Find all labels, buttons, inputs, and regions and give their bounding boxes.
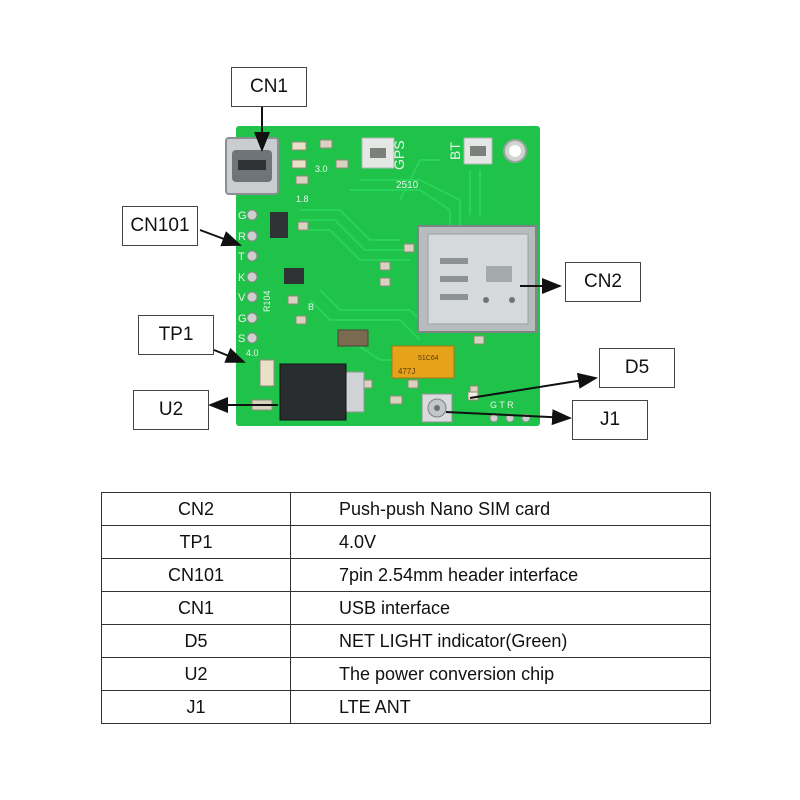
silk-gps: GPS bbox=[391, 140, 407, 170]
silk-bt: BT bbox=[447, 142, 463, 160]
silk-gtr: G T R bbox=[490, 400, 514, 410]
sim-card-holder bbox=[417, 225, 537, 333]
silk-4v0: 4.0 bbox=[246, 348, 259, 358]
table-row: CN101 7pin 2.54mm header interface bbox=[101, 558, 711, 592]
cap-code-2: 51C64 bbox=[418, 355, 439, 362]
component-desc: The power conversion chip bbox=[290, 657, 711, 691]
pcb-board: G R T K V G S GPS BT 3.0 1.8 2510 4.0 R1… bbox=[225, 126, 540, 426]
component-name: U2 bbox=[101, 657, 291, 691]
arrow-tp1 bbox=[213, 347, 246, 363]
component-name: CN2 bbox=[101, 492, 291, 526]
callout-tp1: TP1 bbox=[138, 315, 214, 355]
component-desc: 7pin 2.54mm header interface bbox=[290, 558, 711, 592]
silk-1v8: 1.8 bbox=[296, 194, 309, 204]
table-row: D5 NET LIGHT indicator(Green) bbox=[101, 624, 711, 658]
component-name: D5 bbox=[101, 624, 291, 658]
component-table: CN2 Push-push Nano SIM card TP1 4.0V CN1… bbox=[101, 492, 711, 724]
callout-d5: D5 bbox=[599, 348, 675, 388]
silk-3v0: 3.0 bbox=[315, 164, 328, 174]
usb-connector bbox=[225, 137, 279, 195]
component-name: TP1 bbox=[101, 525, 291, 559]
silk-b: B bbox=[308, 302, 314, 312]
component-name: CN1 bbox=[101, 591, 291, 625]
bt-pad bbox=[463, 137, 493, 165]
callout-cn2: CN2 bbox=[565, 262, 641, 302]
component-desc: NET LIGHT indicator(Green) bbox=[290, 624, 711, 658]
tantalum-capacitor: 477J 51C64 bbox=[391, 345, 455, 379]
callout-cn101: CN101 bbox=[122, 206, 198, 246]
pin-label: V bbox=[238, 292, 246, 304]
component-desc: LTE ANT bbox=[290, 690, 711, 724]
cap-code: 477J bbox=[398, 367, 415, 376]
table-row: CN2 Push-push Nano SIM card bbox=[101, 492, 711, 526]
callout-j1: J1 bbox=[572, 400, 648, 440]
antenna-connector bbox=[421, 393, 453, 423]
callout-arrows bbox=[199, 106, 598, 426]
board-diagram: G R T K V G S GPS BT 3.0 1.8 2510 4.0 R1… bbox=[199, 106, 598, 426]
power-chip bbox=[279, 363, 365, 421]
pin-label: G bbox=[238, 313, 247, 325]
pin-labels: G R T K V G S bbox=[238, 210, 247, 345]
component-name: CN101 bbox=[101, 558, 291, 592]
table-row: CN1 USB interface bbox=[101, 591, 711, 625]
callout-cn1: CN1 bbox=[231, 67, 307, 107]
pin-label: R bbox=[238, 231, 246, 243]
table-row: U2 The power conversion chip bbox=[101, 657, 711, 691]
component-desc: Push-push Nano SIM card bbox=[290, 492, 711, 526]
pin-label: T bbox=[238, 251, 245, 263]
arrow-j1 bbox=[445, 409, 572, 426]
pin-label: G bbox=[238, 210, 247, 222]
silk-r104: R104 bbox=[262, 290, 272, 312]
arrow-d5 bbox=[469, 372, 598, 399]
arrow-cn101 bbox=[199, 229, 242, 247]
table-row: TP1 4.0V bbox=[101, 525, 711, 559]
silk-2510: 2510 bbox=[396, 180, 419, 191]
component-name: J1 bbox=[101, 690, 291, 724]
header-pins bbox=[246, 209, 258, 344]
pin-label: K bbox=[238, 272, 246, 284]
component-desc: USB interface bbox=[290, 591, 711, 625]
pin-label: S bbox=[238, 333, 245, 345]
table-row: J1 LTE ANT bbox=[101, 690, 711, 724]
component-desc: 4.0V bbox=[290, 525, 711, 559]
callout-u2: U2 bbox=[133, 390, 209, 430]
